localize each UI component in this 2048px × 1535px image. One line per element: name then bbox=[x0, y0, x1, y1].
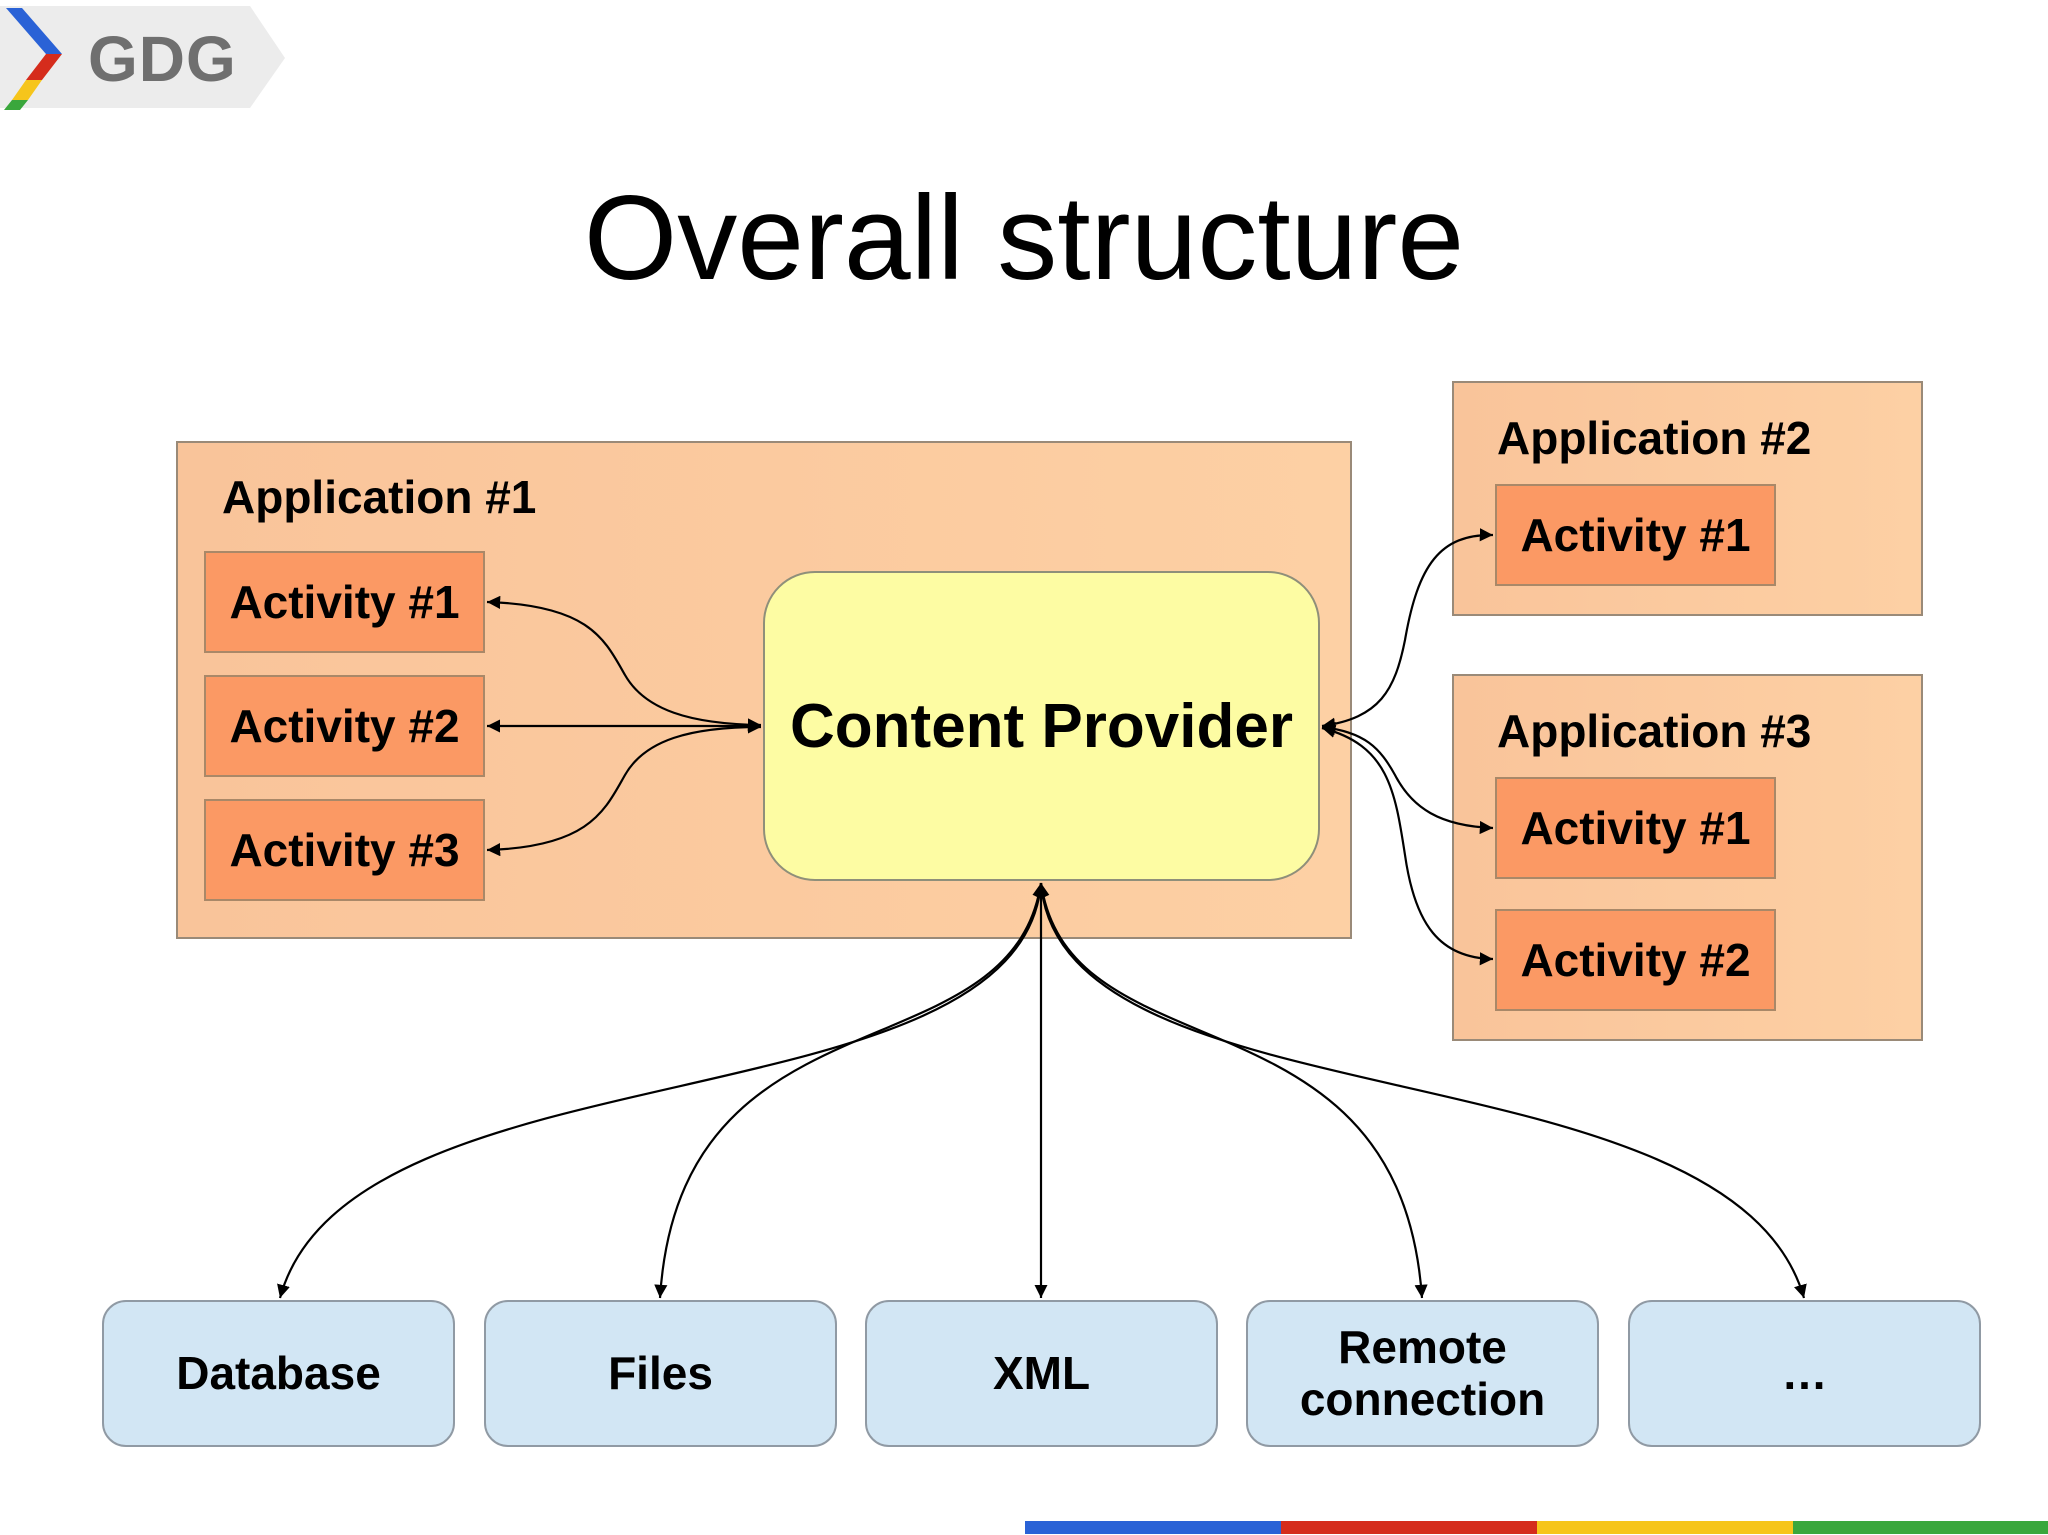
app3-activity-1: Activity #1 bbox=[1495, 777, 1776, 879]
store-xml: XML bbox=[865, 1300, 1218, 1447]
footer-bar-yellow bbox=[1537, 1521, 1793, 1534]
arrow-app1-activity-1 bbox=[486, 595, 762, 732]
store-database: Database bbox=[102, 1300, 455, 1447]
arrow-app1-activity-3 bbox=[486, 720, 762, 857]
store-files: Files bbox=[484, 1300, 837, 1447]
app1-activity-2: Activity #2 bbox=[204, 675, 485, 777]
app2-activity-1: Activity #1 bbox=[1495, 484, 1776, 586]
footer-bar-blue bbox=[1025, 1521, 1281, 1534]
application-2-label: Application #2 bbox=[1497, 412, 1812, 464]
arrow-store-database bbox=[277, 882, 1047, 1299]
arrow-app2-activity-1 bbox=[1321, 528, 1494, 731]
slide-title: Overall structure bbox=[583, 171, 1465, 305]
app1-activity-1: Activity #1 bbox=[204, 551, 485, 653]
gdg-logo-graphic bbox=[0, 6, 285, 110]
arrow-app3-activity-2 bbox=[1321, 724, 1494, 966]
application-1-label: Application #1 bbox=[222, 471, 537, 523]
arrow-store-remote-connection bbox=[1036, 882, 1428, 1299]
arrow-app3-activity-1 bbox=[1321, 721, 1494, 835]
arrow-store-files bbox=[654, 882, 1046, 1299]
content-provider-box: Content Provider bbox=[763, 571, 1320, 881]
footer-bar-red bbox=[1281, 1521, 1537, 1534]
gdg-logo-text: GDG bbox=[88, 23, 237, 95]
store-more: … bbox=[1628, 1300, 1981, 1447]
gdg-logo: GDG bbox=[0, 0, 290, 112]
arrow-store-more bbox=[1035, 882, 1807, 1299]
store-remote-connection: Remote connection bbox=[1246, 1300, 1599, 1447]
footer-bar-green bbox=[1793, 1521, 2048, 1534]
application-3-label: Application #3 bbox=[1497, 705, 1812, 757]
